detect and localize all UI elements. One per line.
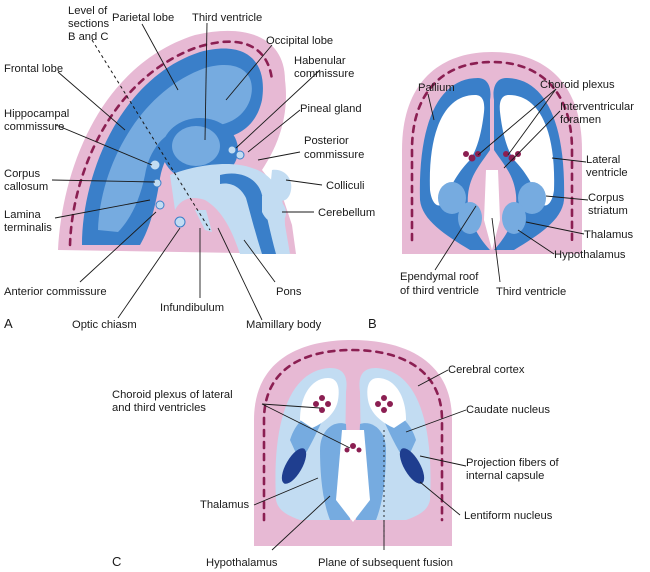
label-projection-line-1: Projection fibers of [466,457,560,469]
label-ependymal-line-1: Ependymal roof [400,271,479,283]
label-lamina-line-1: Lamina [4,209,41,221]
panel-b-leaders [427,88,589,283]
label-posterior-commissure: Posterior commissure [304,135,364,161]
label-hippocampal-commissure: Hippocampal commissure [4,108,72,133]
label-occipital-lobe: Occipital lobe [266,35,333,47]
label-parietal-lobe: Parietal lobe [112,12,174,24]
panel-a-letter: A [4,316,13,331]
label-projection-line-2: internal capsule [466,470,544,482]
panel-a-colliculi [270,169,292,201]
panel-a-aqueduct [220,173,276,254]
label-choroid-plexus-b: Choroid plexus [540,79,615,91]
panel-b: Pallium Choroid plexus Interventricular … [368,52,637,331]
panel-c-letter: C [112,554,121,569]
label-thalamus-c: Thalamus [200,499,250,511]
label-striatum-line-2: striatum [588,205,628,217]
label-foramen-line-2: foramen [560,114,601,126]
label-choroid-c-line-1: Choroid plexus of lateral [112,389,233,401]
panel-a-leaders [51,22,323,321]
label-lamina-line-2: terminalis [4,222,52,234]
label-posterior-line-1: Posterior [304,135,349,147]
panel-a-infundibulum [195,210,212,232]
panel-a-pineal-knob [235,150,245,160]
label-ependymal-line-2: of third ventricle [400,285,479,297]
panel-a: Level of sections B and C Parietal lobe … [4,5,375,331]
panel-b-third-ventricle [484,170,500,250]
label-interventricular-foramen: Interventricular foramen [560,101,637,126]
panel-c: Cerebral cortex Choroid plexus of latera… [112,340,562,569]
label-thalamus-b: Thalamus [584,229,634,241]
panel-a-cerebellum [262,195,287,224]
panel-a-chiasm-knob [174,216,186,228]
label-corpus-callosum: Corpus callosum [4,168,48,193]
label-cerebellum: Cerebellum [318,207,375,219]
label-hippocampal-line-1: Hippocampal [4,108,69,120]
panel-b-right-lateral-ventricle [499,95,555,206]
label-projection-fibers: Projection fibers of internal capsule [466,457,562,482]
label-pineal-gland: Pineal gland [300,103,362,115]
label-caudate-nucleus: Caudate nucleus [466,404,550,416]
label-lateral-line-1: Lateral [586,154,620,166]
panel-a-lamina-knob [155,200,165,210]
label-third-ventricle-b: Third ventricle [496,286,566,298]
panel-c-third-ventricle [336,430,370,522]
panel-c-left-lateral-ventricle [300,378,339,428]
label-anterior-commissure: Anterior commissure [4,286,107,298]
panel-c-right-lateral-ventricle [367,378,406,428]
panel-b-left-striatum [438,182,466,214]
label-lateral-ventricle: Lateral ventricle [586,154,628,179]
label-striatum-line-1: Corpus [588,192,624,204]
label-hippocampal-line-2: commissure [4,121,64,133]
panel-b-left-thalamus [458,202,482,234]
label-optic-chiasm: Optic chiasm [72,319,137,331]
label-choroid-plexus-c: Choroid plexus of lateral and third vent… [112,389,236,414]
label-habenular-commissure: Habenular commissure [294,55,354,80]
label-hypothalamus-b: Hypothalamus [554,249,626,261]
panel-c-choroid-plexus [313,395,393,453]
panel-a-thalamus-inner [172,126,220,166]
panel-c-vessels [262,348,444,522]
panel-a-lateral-ventricle [98,64,252,232]
label-foramen-line-1: Interventricular [560,101,634,113]
panel-a-habenular-knob [227,145,237,155]
label-posterior-line-2: commissure [304,149,364,161]
panel-a-section-level-line [91,39,211,231]
panel-c-leaders [253,369,467,551]
panel-a-hippocampal-knob [149,159,161,171]
panel-c-right-projection-fibers [399,448,425,484]
label-habenular-line-1: Habenular [294,55,346,67]
panel-b-right-striatum [518,182,546,214]
label-mamillary-body: Mamillary body [246,319,322,331]
label-frontal-lobe: Frontal lobe [4,63,63,75]
label-level-line-3: B and C [68,31,108,43]
label-lateral-line-2: ventricle [586,167,628,179]
panel-a-callosum-knob [152,178,162,188]
label-corpus-striatum: Corpus striatum [588,192,628,217]
label-cerebral-cortex: Cerebral cortex [448,364,525,376]
label-pallium: Pallium [418,82,455,94]
label-lamina-terminalis: Lamina terminalis [4,209,52,234]
label-pons: Pons [276,286,302,298]
label-hypothalamus-c: Hypothalamus [206,557,278,569]
label-callosum-line-1: Corpus [4,168,40,180]
panel-b-letter: B [368,316,377,331]
label-choroid-c-line-2: and third ventricles [112,402,206,414]
label-third-ventricle-a: Third ventricle [192,12,262,24]
panel-b-left-lateral-ventricle [429,95,485,206]
label-level-line-2: sections [68,18,109,30]
label-infundibulum: Infundibulum [160,302,224,314]
label-level-line-1: Level of [68,5,108,17]
panel-c-left-projection-fibers [281,448,307,484]
label-plane-of-fusion: Plane of subsequent fusion [318,557,453,569]
label-level-of-sections: Level of sections B and C [68,5,112,43]
label-habenular-line-2: commissure [294,68,354,80]
label-callosum-line-2: callosum [4,181,48,193]
label-colliculi: Colliculi [326,180,365,192]
label-lentiform-nucleus: Lentiform nucleus [464,510,553,522]
label-ependymal-roof: Ependymal roof of third ventricle [400,271,481,297]
panel-b-right-thalamus [502,202,526,234]
